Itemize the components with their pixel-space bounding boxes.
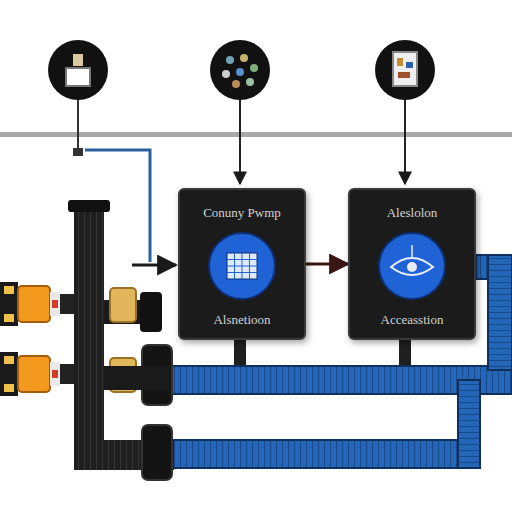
process-box: AleslolonAcceasstion (348, 188, 476, 340)
box-label: Acceasstion (350, 313, 474, 328)
process-box: Conuny PwmpAlsnetioon (178, 188, 306, 340)
icon-disc (207, 231, 277, 301)
box-title: Aleslolon (350, 206, 474, 221)
input-arrow (132, 264, 176, 267)
flow-arrow (306, 263, 348, 266)
bus-line (0, 132, 512, 137)
black-pipe (68, 200, 174, 480)
top-icons (48, 40, 435, 184)
box-title: Conuny Pwmp (180, 206, 304, 221)
valves (0, 282, 170, 396)
icon-disc (377, 231, 447, 301)
box-label: Alsnetioon (180, 313, 304, 328)
